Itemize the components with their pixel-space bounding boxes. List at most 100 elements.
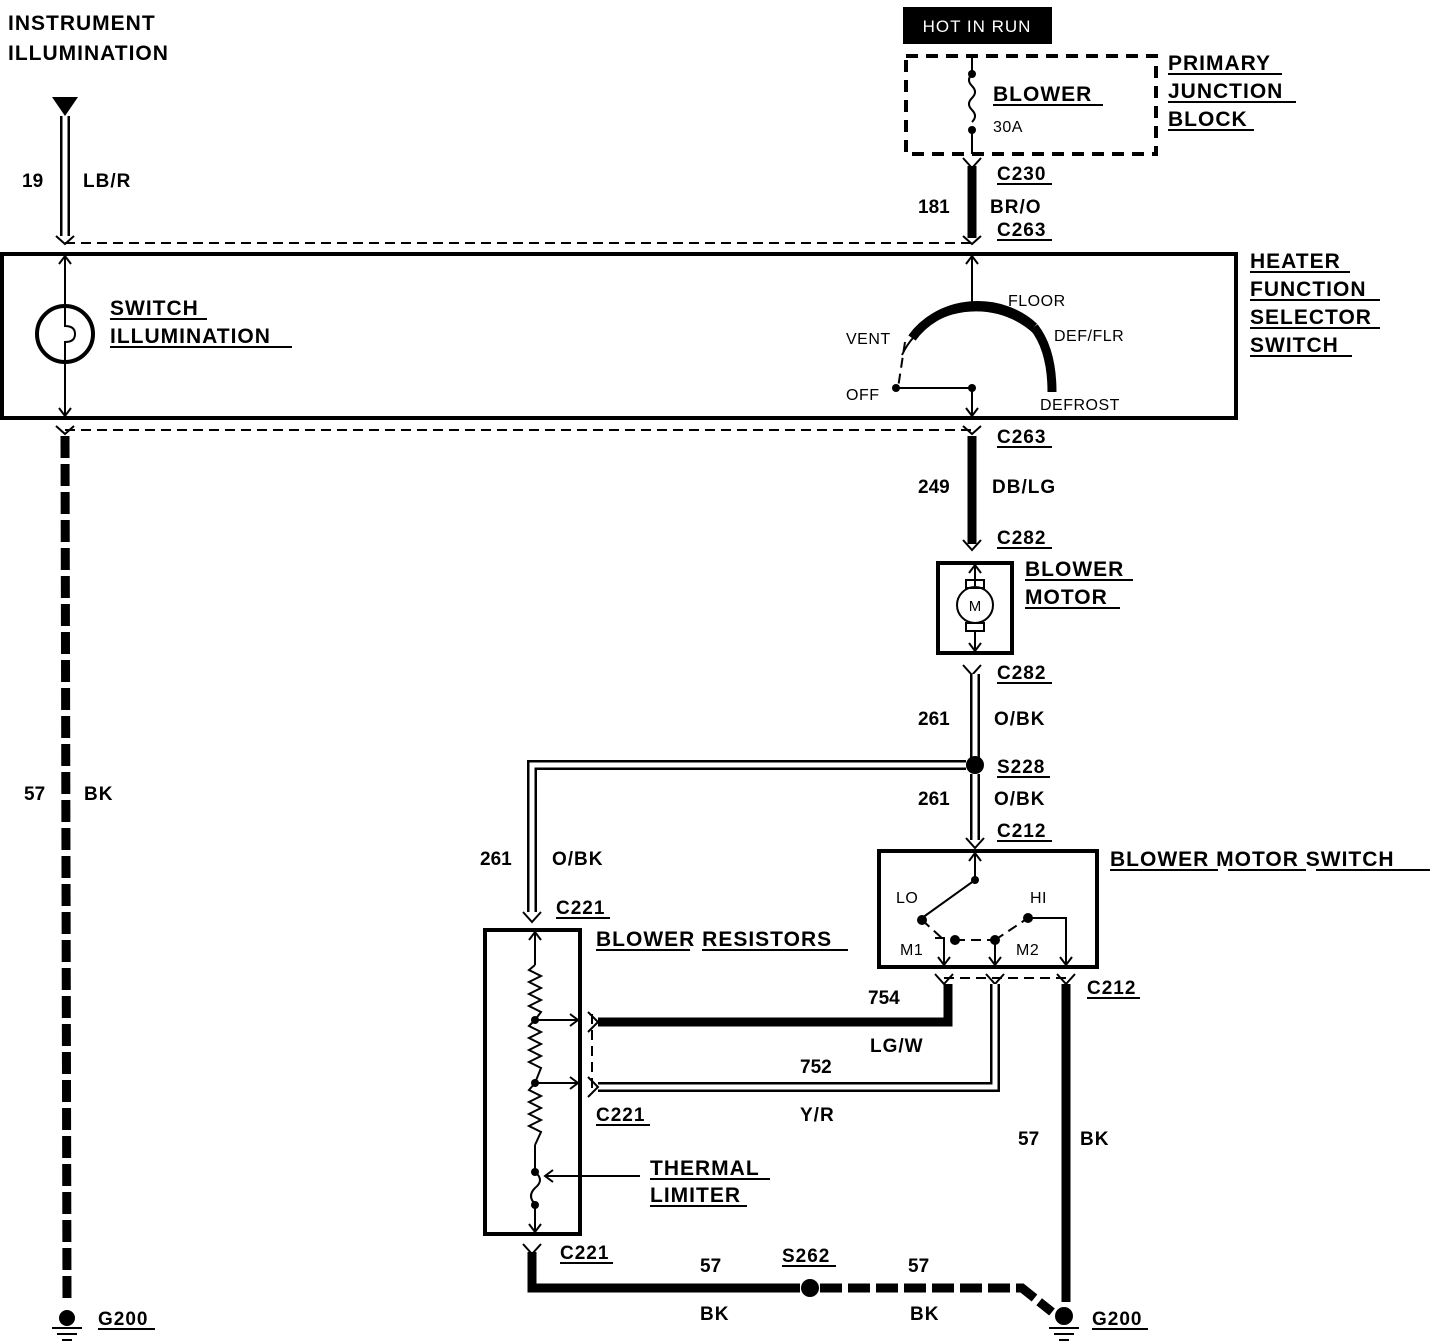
blower-motor-box: [936, 561, 1014, 655]
wire-181-number: 181: [918, 197, 950, 218]
blower-resistors-label: BLOWER RESISTORS: [596, 928, 832, 951]
pjb-line-2: JUNCTION: [1168, 80, 1283, 103]
blower-motor-switch-mechanism: [917, 851, 1073, 967]
c221-bottom-label: C221: [560, 1243, 609, 1264]
wire-249-color: DB/LG: [992, 477, 1056, 498]
resistor-network-icon: [526, 930, 640, 1234]
c263-top-left-connector-icon: [55, 235, 75, 246]
wire-57-bottom-right: [820, 1283, 1055, 1316]
c221-mid-connector-icon-1: [587, 1011, 600, 1033]
motor-symbol: M: [969, 598, 982, 615]
selector-position-off: OFF: [846, 387, 880, 404]
c212-bottom-label: C212: [1087, 978, 1136, 999]
thermal-limiter-line-2: LIMITER: [650, 1184, 741, 1207]
s262-splice-icon: [801, 1279, 819, 1297]
blower-motor-switch-box: [877, 849, 1099, 969]
motor-switch-position-hi: HI: [1030, 890, 1047, 907]
selector-position-defrost: DEFROST: [1040, 397, 1120, 414]
c221-top-connector-icon: [522, 911, 542, 924]
wire-249-number: 249: [918, 477, 950, 498]
g200-right-label: G200: [1092, 1309, 1142, 1330]
c230-label: C230: [997, 164, 1046, 185]
switch-illumination-line-2: ILLUMINATION: [110, 325, 271, 348]
blower-motor-label: BLOWER MOTOR: [1025, 558, 1133, 609]
blower-motor-switch-label: BLOWER MOTOR SWITCH: [1110, 848, 1395, 871]
motor-switch-position-m1: M1: [900, 942, 923, 959]
heater-function-selector-switch-label: HEATER FUNCTION SELECTOR SWITCH: [1250, 250, 1380, 357]
wire-261-c-number: 261: [480, 849, 512, 870]
wire-57-right-color: BK: [1080, 1129, 1109, 1150]
blower-resistors-box: [483, 928, 582, 1236]
wire-181-color: BR/O: [990, 197, 1042, 218]
wire-754: [598, 984, 953, 1027]
s262-label: S262: [782, 1246, 830, 1267]
blower-fuse-label: BLOWER: [993, 83, 1092, 106]
primary-junction-block-label: PRIMARY JUNCTION BLOCK: [1168, 52, 1296, 131]
thermal-limiter-label: THERMAL LIMITER: [650, 1157, 770, 1207]
s228-splice-icon: [966, 756, 984, 774]
wire-754-number: 754: [868, 988, 900, 1009]
blower-motor-line-1: BLOWER: [1025, 558, 1124, 581]
s228-label: S228: [997, 757, 1045, 778]
c263-top-right-connector-icon: [962, 235, 982, 246]
wire-752-color: Y/R: [800, 1105, 835, 1126]
hfss-line-4: SWITCH: [1250, 334, 1339, 357]
wire-261-a-color: O/BK: [994, 709, 1046, 730]
primary-junction-block-box: [904, 54, 1158, 156]
hot-in-run-label: HOT IN RUN: [923, 17, 1032, 36]
selector-position-floor: FLOOR: [1008, 293, 1066, 310]
c221-mid-label: C221: [596, 1105, 645, 1126]
feed-arrow-icon: [52, 97, 78, 116]
ground-right-icon: [1049, 1307, 1079, 1341]
hfss-line-3: SELECTOR: [1250, 306, 1372, 329]
c221-top-label: C221: [556, 898, 605, 919]
wire-752-number: 752: [800, 1057, 832, 1078]
wire-57-left: [60, 435, 72, 1303]
wire-57-bottom-right-color: BK: [910, 1304, 939, 1325]
c263-top-label: C263: [997, 220, 1046, 241]
motor-switch-position-m2: M2: [1016, 942, 1039, 959]
motor-switch-position-lo: LO: [896, 890, 918, 907]
c282-bottom-connector-icon: [962, 664, 982, 677]
wire-261-b-color: O/BK: [994, 789, 1046, 810]
ground-left-icon: [52, 1310, 82, 1341]
fuse-rating: 30A: [993, 119, 1023, 136]
instrument-illumination-line-1: INSTRUMENT: [8, 12, 156, 35]
heater-function-selector-switch-box: [0, 252, 1238, 420]
selector-position-def-flr: DEF/FLR: [1054, 328, 1124, 345]
blower-motor-line-2: MOTOR: [1025, 586, 1108, 609]
wire-754-color: LG/W: [870, 1036, 924, 1057]
wire-19-number: 19: [22, 171, 43, 192]
c221-mid-connector-icon-2: [587, 1076, 600, 1098]
wire-57-right-number: 57: [1018, 1129, 1039, 1150]
selector-position-vent: VENT: [846, 331, 891, 348]
c263-bottom-left-connector-icon: [55, 425, 75, 436]
wire-261-c: [527, 760, 966, 912]
c212-top-connector-icon: [965, 837, 985, 850]
hot-in-run-badge: [903, 7, 1052, 44]
instrument-illumination-line-2: ILLUMINATION: [8, 42, 169, 65]
blower-motor-icon: M: [956, 563, 994, 653]
wire-261-c-color: O/BK: [552, 849, 604, 870]
hfss-line-1: HEATER: [1250, 250, 1341, 273]
c263-bottom-label: C263: [997, 427, 1046, 448]
pjb-line-1: PRIMARY: [1168, 52, 1271, 75]
wire-57-bottom-left: [527, 1252, 800, 1293]
wire-57-bottom-left-color: BK: [700, 1304, 729, 1325]
illumination-lamp-icon: [35, 254, 95, 418]
c282-top-connector-icon: [962, 539, 982, 552]
wire-261-b-number: 261: [918, 789, 950, 810]
c282-bottom-label: C282: [997, 663, 1046, 684]
wire-752: [598, 984, 1000, 1092]
wire-19-color: LB/R: [83, 171, 131, 192]
selector-switch-mechanism: [892, 254, 1057, 418]
c212-top-label: C212: [997, 821, 1046, 842]
switch-illumination-label: SWITCH ILLUMINATION: [110, 297, 292, 348]
wire-57-bottom-right-number: 57: [908, 1256, 929, 1277]
switch-illumination-line-1: SWITCH: [110, 297, 199, 320]
wire-57-bottom-left-number: 57: [700, 1256, 721, 1277]
pjb-line-3: BLOCK: [1168, 108, 1248, 131]
c263-bottom-right-connector-icon: [962, 425, 982, 436]
g200-left-label: G200: [98, 1309, 148, 1330]
